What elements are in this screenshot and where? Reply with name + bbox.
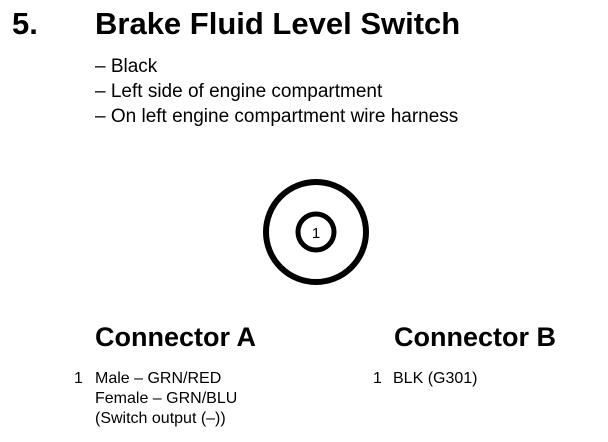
note-color: – Black [95, 56, 158, 77]
note-harness: – On left engine compartment wire harnes… [95, 106, 459, 127]
switch-notes: – Black – Left side of engine compartmen… [95, 54, 458, 129]
connector-a-line-function: (Switch output (–)) [95, 410, 226, 427]
connector-outer-ring [263, 179, 369, 285]
connector-b-heading: Connector B [394, 322, 556, 352]
connector-a-line-male: Male – GRN/RED [95, 370, 222, 387]
connector-a-pin-description: Male – GRN/RED Female – GRN/BLU (Switch … [95, 369, 237, 429]
connector-b-pin-number: 1 [373, 370, 382, 387]
connector-a-pin-number: 1 [74, 370, 83, 387]
connector-pin-label: 1 [312, 225, 320, 242]
section-number: 5. [12, 6, 38, 41]
connector-a-line-female: Female – GRN/BLU [95, 390, 238, 407]
section-title: Brake Fluid Level Switch [95, 6, 461, 41]
connector-face-diagram: 1 [263, 179, 369, 285]
connector-b-pin-description: BLK (G301) [393, 369, 477, 389]
connector-pin-ring [295, 211, 337, 253]
connector-b-line-ground: BLK (G301) [393, 370, 478, 387]
note-location: – Left side of engine compartment [95, 81, 383, 102]
connector-a-heading: Connector A [95, 322, 256, 352]
